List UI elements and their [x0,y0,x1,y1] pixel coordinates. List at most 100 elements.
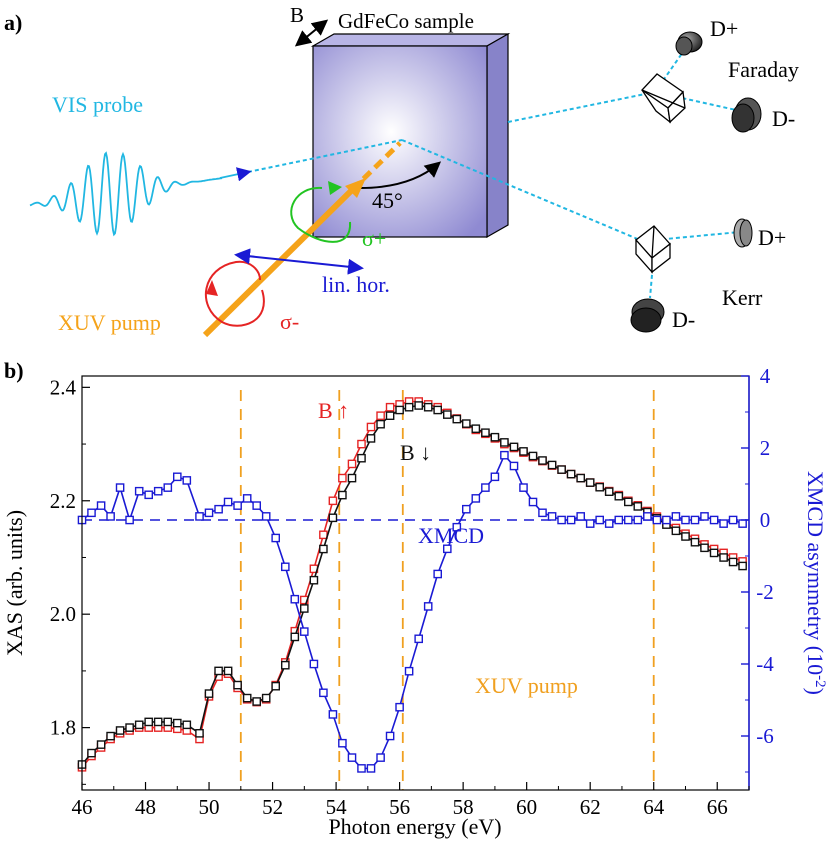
xas-b-down-point [271,681,281,691]
xas-b-down-point [700,543,709,553]
xas-b-down-point [719,553,728,562]
xas-b-down-point [500,438,509,447]
xmcd-point [690,515,700,525]
xmcd-point [500,450,509,460]
xas-b-down-point [547,460,557,470]
xas-b-down-point [261,693,271,703]
x-tick-label: 62 [580,795,601,819]
xas-b-down-point [204,689,214,698]
xmcd-point [519,483,528,492]
xas-b-down-point [96,740,106,749]
vis-probe-label: VIS probe [52,92,143,117]
y-tick-label: 2.2 [50,489,76,513]
y2-tick-label: 0 [760,508,771,532]
xmcd-point [338,738,347,748]
xuv-pump-plot-label: XUV pump [475,673,578,698]
xas-b-down-point [153,717,163,727]
angle-label: 45° [372,188,403,213]
vis-arrow [219,167,252,182]
plot-frame-left [81,375,750,791]
xas-b-down-point [115,726,125,735]
field-label: B [290,3,304,27]
xas-b-down-point [233,680,242,690]
xmcd-point [423,602,433,611]
sample-block [310,32,511,239]
y-axis-ticks: 1.82.02.22.4 [50,375,90,785]
xmcd-point [595,515,604,525]
panel-a: a) GdFeCo sample B VIS probe 45° [4,3,799,338]
x-axis-label: Photon energy (eV) [328,814,501,839]
xas-b-down-point [290,632,300,642]
xas-b-down-point [300,604,309,613]
xas-b-down-point [281,660,290,670]
xmcd-point [261,512,271,521]
xmcd-point [538,508,547,518]
panel-a-label: a) [4,10,22,35]
xmcd-point [576,512,585,521]
xmcd-point [309,659,319,669]
b-up-label: B ↑ [318,398,349,423]
vis-probe-wave [29,151,223,237]
b-down-label: B ↓ [400,440,431,465]
xas-b-down-point [624,497,633,507]
xmcd-point [290,594,300,604]
y-tick-label: 1.8 [50,716,76,740]
kerr-label: Kerr [722,285,763,310]
sigma-minus-arrowhead [206,280,218,296]
xmcd-point [566,515,576,525]
sigma-plus-loop [290,186,352,243]
xmcd-point [204,508,214,518]
xmcd-point [153,486,163,496]
xas-b-down-point [604,487,614,497]
xas-b-down-point [252,697,262,706]
xas-b-down-point [414,401,424,410]
xmcd-point [414,634,424,644]
xas-b-down-line [81,404,743,766]
xmcd-point [585,519,595,528]
xas-b-down-point [242,693,252,703]
xas-b-up-point [357,439,366,449]
xmcd-point [125,515,134,525]
xas-b-down-point [509,442,519,452]
xmcd-point [547,512,557,521]
xas-b-down-point [338,490,347,500]
xas-b-down-point [385,411,395,421]
xmcd-point [490,472,500,482]
xas-b-up-point [376,411,385,421]
xmcd-point [443,544,452,554]
x-tick-label: 60 [516,795,537,819]
xas-b-down-point [462,419,471,428]
y-tick-label: 2.4 [50,375,77,399]
xas-b-up-point [338,473,347,483]
xas-b-down-point [633,502,643,511]
xmcd-point [643,512,652,521]
xas-b-down-point [319,544,328,554]
xas-b-up-point [347,459,357,469]
xas-b-down-point [172,718,182,728]
xmcd-point [319,688,328,698]
lin-hor-label: lin. hor. [322,272,390,297]
x-tick-label: 58 [453,795,474,819]
xuv-pump-beam-dashed [350,141,402,192]
x-tick-label: 66 [707,795,728,819]
xmcd-point [366,764,376,773]
faraday-detector-plus [675,31,703,56]
field-arrow [294,19,329,47]
xmcd-point [281,562,290,572]
xas-b-down-point [195,729,204,738]
xas-b-down-point [595,482,604,492]
xmcd-point [172,472,182,482]
xmcd-point [195,512,204,521]
xas-b-up-point [319,530,328,540]
xmcd-point [87,508,96,518]
xuv-pump-label: XUV pump [58,310,161,335]
xmcd-point [509,461,519,471]
x-tick-label: 64 [643,795,665,819]
xas-b-down-point [557,465,566,474]
xmcd-point [709,515,719,525]
xas-b-up-point [366,422,376,432]
xmcd-point [528,497,538,507]
xmcd-point [271,533,281,543]
